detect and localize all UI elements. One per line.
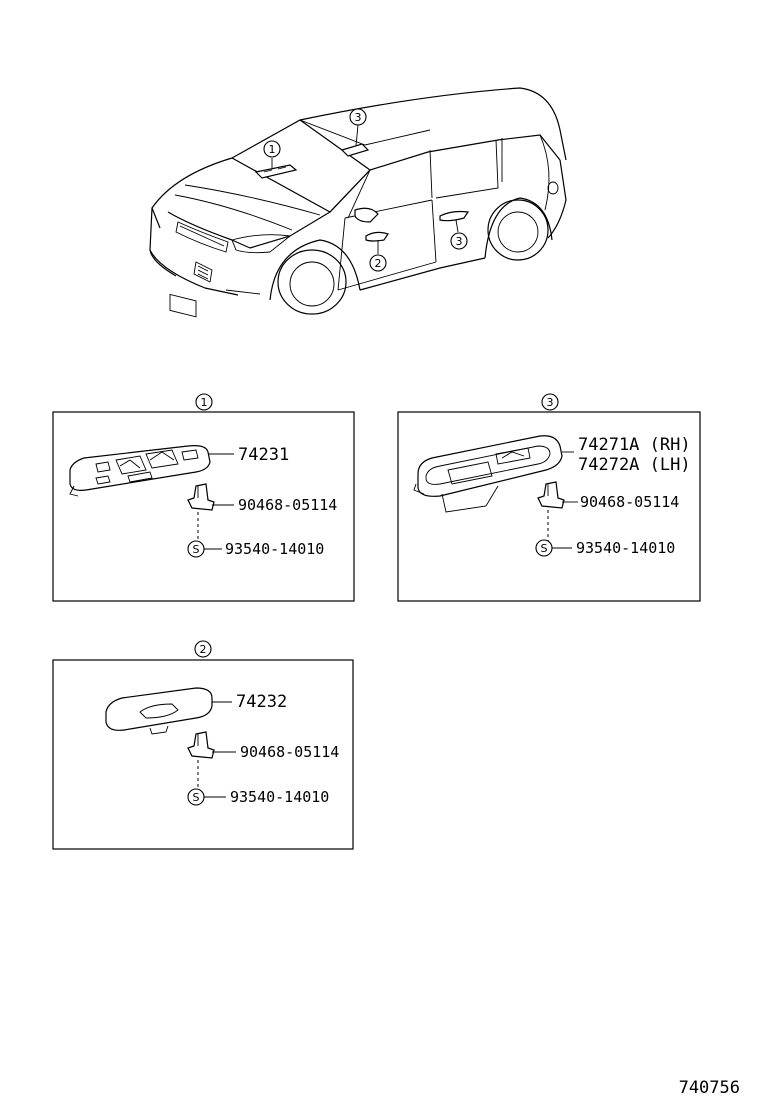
panel-1: 1 S 74231 90468- [52,393,355,602]
panel-3-frame [397,411,701,602]
svg-text:3: 3 [456,235,463,248]
part-number-clip-2: 90468-05114 [240,743,339,761]
car-callout-3-rear: 3 [349,108,367,126]
svg-text:S: S [193,791,200,804]
svg-text:3: 3 [547,396,554,409]
panel-3-callout: 3 [541,393,559,411]
panel-3: 3 S 74271A (RH) 74272A (LH) 90468-0511 [397,393,701,602]
svg-text:1: 1 [201,396,208,409]
svg-text:2: 2 [375,257,382,270]
diagram-code: 740756 [679,1078,740,1098]
svg-text:3: 3 [355,111,362,124]
panel-1-callout: 1 [195,393,213,411]
screw-symbol-3: S [535,539,553,557]
rear-switch-base-drawing [413,435,563,513]
svg-text:S: S [541,542,548,555]
panel-2-callout: 2 [194,640,212,658]
screw-symbol-2: S [187,788,205,806]
part-number-screw-1: 93540-14010 [225,540,324,558]
part-number-clip-1: 90468-05114 [238,496,337,514]
part-number-74272a-lh: 74272A (LH) [578,455,691,475]
clip-drawing-1 [187,483,215,511]
car-illustration [149,87,567,318]
panel-2-frame [52,659,354,850]
svg-text:1: 1 [269,143,276,156]
part-number-74232: 74232 [236,692,287,712]
part-number-screw-2: 93540-14010 [230,788,329,806]
car-callout-2: 2 [369,254,387,272]
master-switch-drawing [69,445,211,497]
car-callout-3-side: 3 [450,232,468,250]
svg-text:2: 2 [200,643,207,656]
svg-text:S: S [193,543,200,556]
car-callout-1: 1 [263,140,281,158]
part-number-74271a-rh: 74271A (RH) [578,435,691,455]
screw-symbol-1: S [187,540,205,558]
part-number-clip-3: 90468-05114 [580,493,679,511]
clip-drawing-2 [187,731,215,759]
single-switch-drawing [105,687,213,735]
part-number-74231: 74231 [238,445,289,465]
part-number-screw-3: 93540-14010 [576,539,675,557]
clip-drawing-3 [537,481,565,509]
panel-2: 2 S 74232 90468-05114 93540-14010 [52,640,354,850]
panel-1-frame [52,411,355,602]
